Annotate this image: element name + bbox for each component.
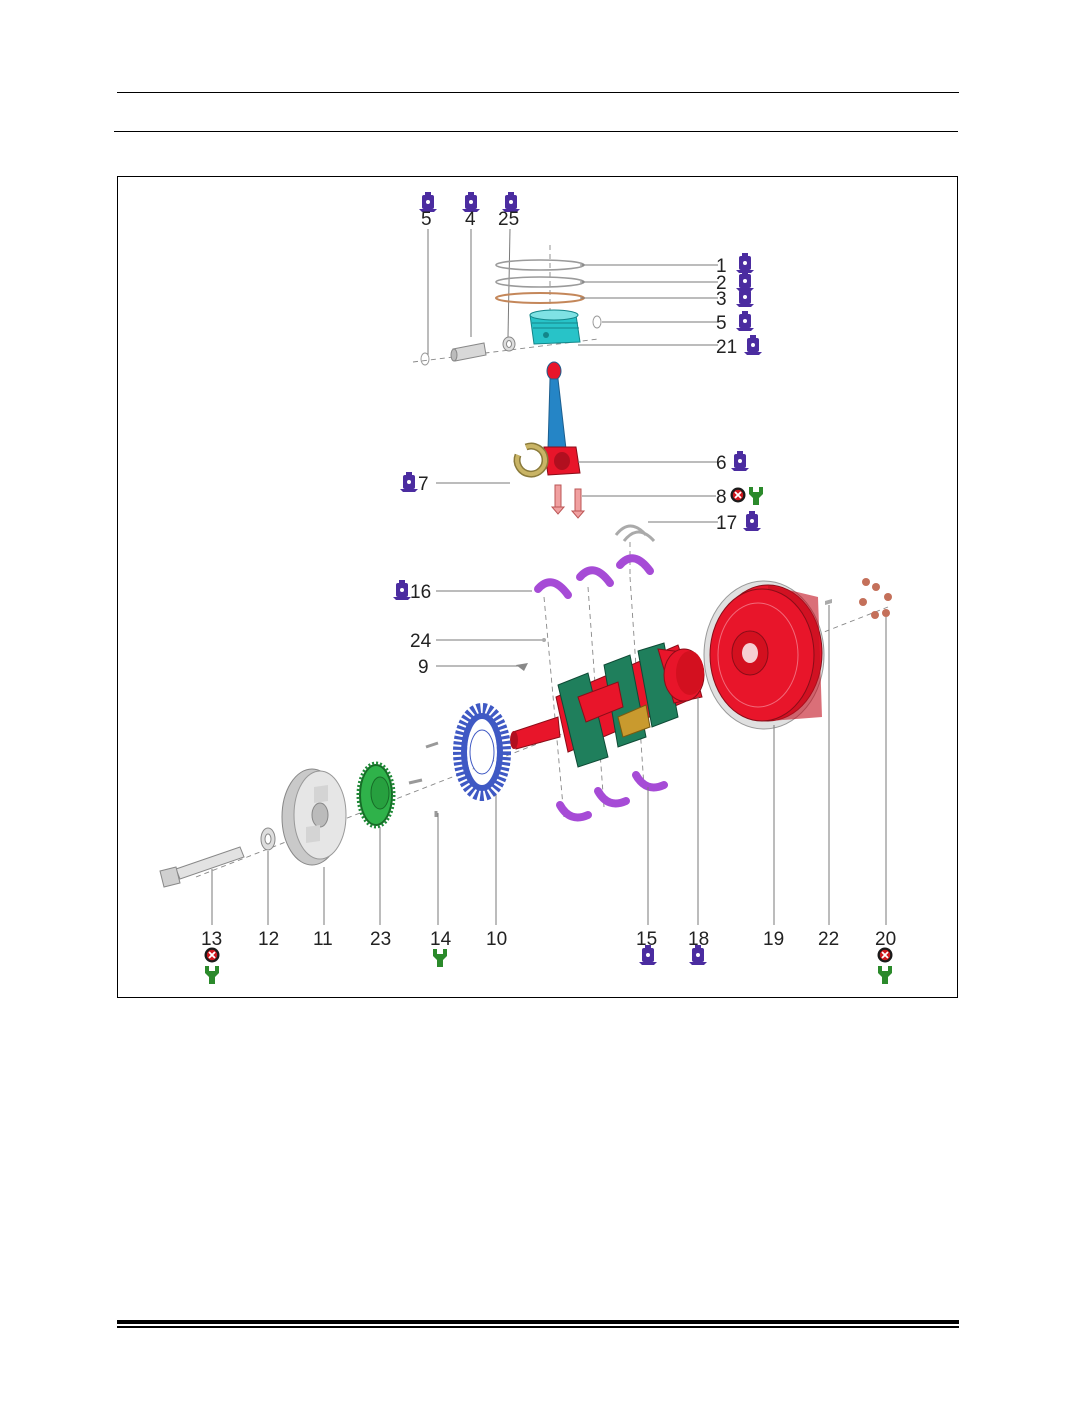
callout-24: 24 bbox=[410, 631, 432, 652]
connecting-rod bbox=[543, 361, 581, 476]
exploded-view-figure: 5 4 25 1 2 3 5 21 bbox=[117, 176, 958, 998]
header-rule-bottom bbox=[114, 131, 958, 132]
callout-17: 17 bbox=[716, 513, 737, 534]
callout-19: 19 bbox=[763, 929, 784, 950]
callout-5-right: 5 bbox=[716, 313, 727, 334]
crankshaft-assembly-diagram: 5 4 25 1 2 3 5 21 bbox=[159, 192, 896, 984]
oil-can-icon bbox=[736, 253, 754, 273]
callout-20: 20 bbox=[875, 929, 896, 950]
torque-wrench-icon bbox=[205, 966, 219, 984]
crankshaft bbox=[510, 642, 705, 768]
crank-pulley bbox=[281, 768, 347, 866]
crank-trigger-wheel bbox=[453, 703, 511, 801]
callout-5-top: 5 bbox=[421, 209, 432, 230]
main-bearings-upper bbox=[534, 554, 654, 599]
dowel-pin bbox=[542, 638, 546, 642]
callout-12: 12 bbox=[258, 929, 279, 950]
rod-bearing-shells bbox=[513, 442, 549, 478]
torque-wrench-icon bbox=[433, 949, 447, 967]
callout-13: 13 bbox=[201, 929, 222, 950]
piston-pin bbox=[450, 342, 487, 362]
oil-can-icon bbox=[743, 511, 761, 531]
callout-16: 16 bbox=[410, 582, 431, 603]
callout-14: 14 bbox=[430, 929, 452, 950]
oil-can-icon bbox=[731, 451, 749, 471]
pulley-washer bbox=[260, 827, 276, 851]
header-rule-top bbox=[117, 92, 959, 93]
main-bearings-lower bbox=[556, 771, 668, 822]
flywheel bbox=[703, 580, 825, 730]
callout-2: 2 bbox=[716, 273, 727, 294]
callout-7: 7 bbox=[418, 474, 429, 495]
footer-rule-thin bbox=[117, 1326, 959, 1328]
footer-rule-thick bbox=[117, 1320, 959, 1324]
callout-22: 22 bbox=[818, 929, 839, 950]
timing-gear bbox=[356, 761, 396, 829]
connecting-rod-bolts bbox=[550, 484, 586, 519]
do-not-reuse-icon bbox=[876, 946, 894, 964]
flywheel-bolts bbox=[859, 578, 892, 619]
trigger-screw bbox=[408, 778, 423, 785]
oil-can-icon bbox=[744, 335, 762, 355]
oil-can-icon bbox=[393, 580, 411, 600]
callout-11: 11 bbox=[313, 929, 333, 950]
torque-wrench-icon bbox=[749, 487, 763, 505]
callout-21: 21 bbox=[716, 337, 737, 358]
do-not-reuse-icon bbox=[203, 946, 221, 964]
thrust-washers bbox=[614, 524, 656, 543]
flywheel-dowel bbox=[825, 599, 832, 605]
oil-can-icon bbox=[400, 472, 418, 492]
callout-23: 23 bbox=[370, 929, 391, 950]
circlip-left bbox=[420, 352, 430, 366]
circlip-right bbox=[592, 315, 602, 329]
callout-9: 9 bbox=[418, 657, 429, 678]
callout-25: 25 bbox=[498, 209, 519, 230]
trigger-screw bbox=[425, 741, 439, 749]
callout-18: 18 bbox=[688, 929, 709, 950]
callout-6: 6 bbox=[716, 453, 727, 474]
oil-can-icon bbox=[736, 311, 754, 331]
pin-bushing bbox=[502, 336, 516, 352]
torque-wrench-icon bbox=[878, 966, 892, 984]
callout-8: 8 bbox=[716, 487, 727, 508]
crank-bolt bbox=[159, 846, 245, 888]
callout-3: 3 bbox=[716, 289, 727, 310]
callout-15: 15 bbox=[636, 929, 657, 950]
callout-10: 10 bbox=[486, 929, 507, 950]
callout-1: 1 bbox=[716, 256, 727, 277]
piston bbox=[529, 309, 581, 345]
do-not-reuse-icon bbox=[729, 486, 747, 504]
callout-4: 4 bbox=[465, 209, 476, 230]
woodruff-key bbox=[516, 663, 528, 671]
